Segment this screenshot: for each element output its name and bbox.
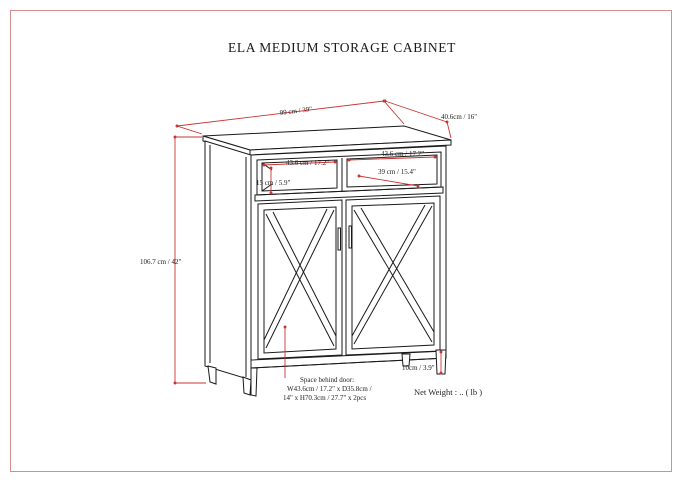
shelf-width-left-label: 43.6 cm / 17.2" — [286, 159, 329, 167]
dimension-labels: 99 cm / 39" 40.6cm / 16" 106.7 cm / 42" … — [140, 105, 482, 402]
shelf-height-label: 15 cm / 5.9" — [256, 179, 290, 187]
space-behind-door-title: Space behind door: — [300, 376, 354, 384]
net-weight-label: Net Weight : .. ( lb ) — [414, 387, 482, 397]
depth-label: 40.6cm / 16" — [441, 113, 477, 121]
space-behind-door-line2: W43.6cm / 17.2" x D35.8cm / — [287, 385, 372, 393]
shelf-depth-label: 39 cm / 15.4" — [378, 168, 416, 176]
width-label: 99 cm / 39" — [279, 105, 312, 117]
dimension-lines — [173, 99, 452, 385]
leg-height-label: 10cm / 3.9" — [402, 364, 435, 372]
page-frame — [10, 10, 672, 472]
space-behind-door-line3: 14" x H70.3cm / 27.7" x 2pcs — [283, 394, 366, 402]
height-label: 106.7 cm / 42" — [140, 258, 181, 266]
page-title: ELA MEDIUM STORAGE CABINET — [228, 40, 456, 55]
shelf-width-right-label: 43.6 cm / 17.2" — [381, 150, 424, 158]
cabinet-outline — [202, 125, 452, 397]
